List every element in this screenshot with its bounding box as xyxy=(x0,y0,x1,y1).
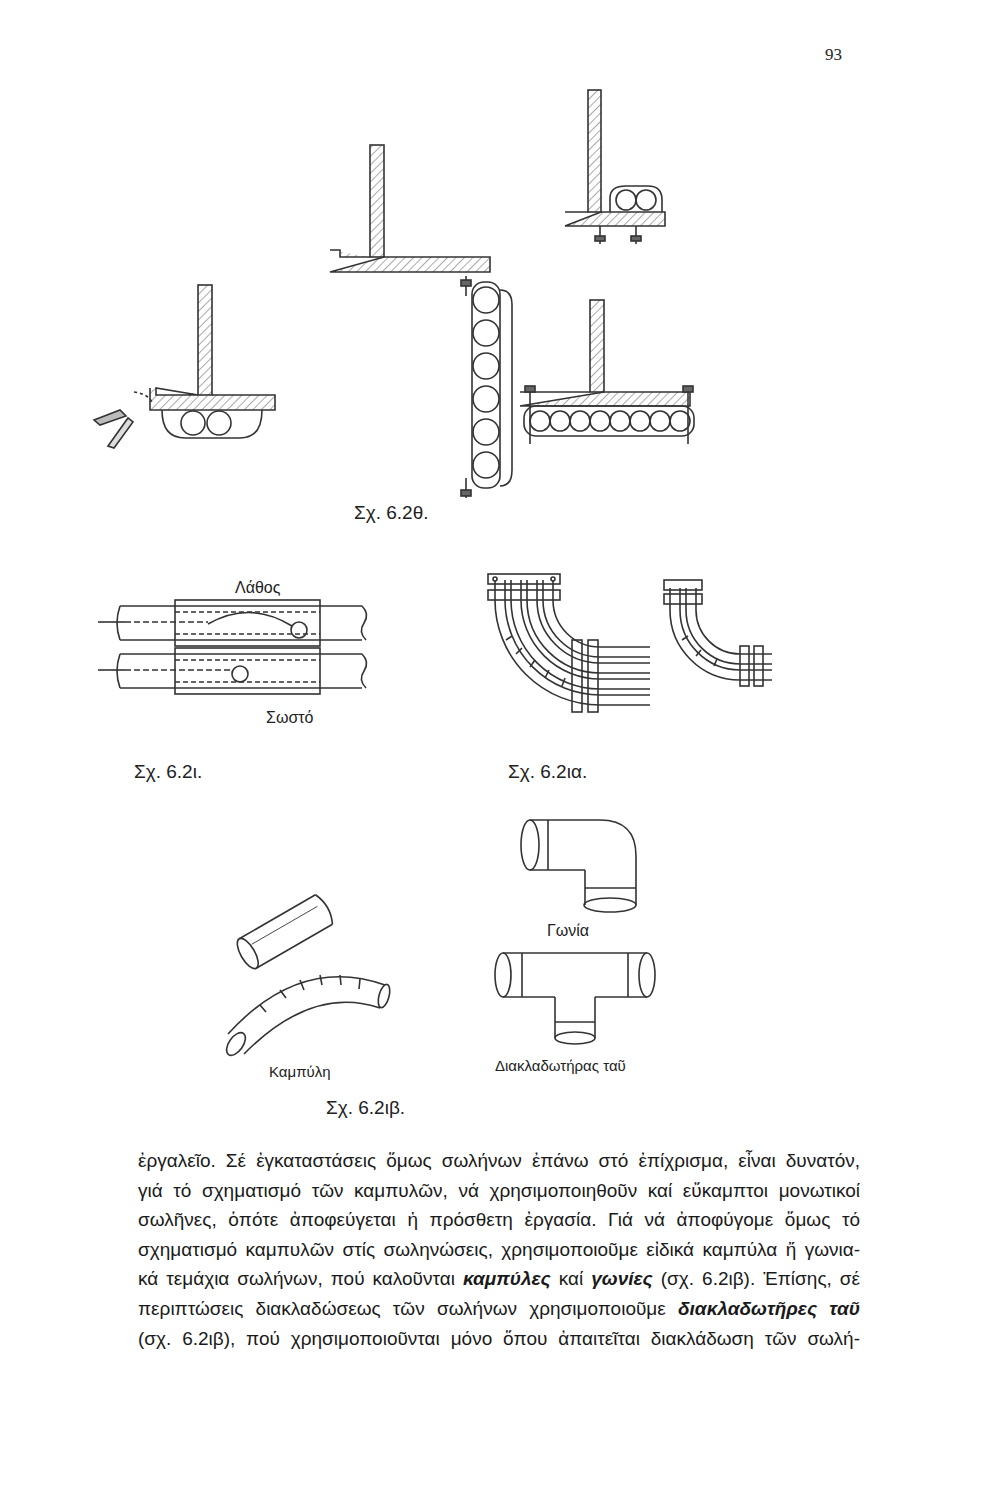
body-text-line: γιά τό σχηματισμό τῶν καμπυλῶν, νά χρησι… xyxy=(138,1180,860,1203)
part-label: Διακλαδωτήρας ταῦ xyxy=(495,1058,626,1075)
emphasised-term: γωνίες xyxy=(591,1268,652,1289)
part-label: Γωνία xyxy=(547,922,589,940)
body-text: σχηματισμό καμπυλῶν στίς σωληνώσεις, χρη… xyxy=(138,1239,860,1260)
figure-caption: Σχ. 6.2ι. xyxy=(134,762,202,783)
part-label: Λάθος xyxy=(235,579,280,597)
body-text: κά τεμάχια σωλήνων, πού καλοῦνται xyxy=(138,1268,455,1289)
body-text: σωλῆνες, ὁπότε ἀποφεύγεται ἡ πρόσθετη ἐρ… xyxy=(138,1209,860,1230)
body-text: γιά τό σχηματισμό τῶν καμπυλῶν, νά χρησι… xyxy=(138,1180,860,1201)
part-label: Σωστό xyxy=(266,709,313,727)
figure-caption: Σχ. 6.2θ. xyxy=(354,503,429,524)
pipe-coupling xyxy=(233,893,336,972)
body-text: (σχ. 6.2ιβ), πού χρησιμοποιοῦνται μόνο ὅ… xyxy=(138,1328,860,1349)
emphasised-term: διακλαδωτῆρες ταῦ xyxy=(678,1298,860,1319)
body-text-line: σχηματισμό καμπυλῶν στίς σωληνώσεις, χρη… xyxy=(138,1239,860,1262)
pipe-elbow xyxy=(521,820,636,912)
t-beam-right-top xyxy=(565,90,665,244)
body-text: περιπτώσεις διακλαδώσεως τῶν σωλήνων χρη… xyxy=(138,1298,666,1319)
body-text: (σχ. 6.2ιβ). Ἐπίσης, σέ xyxy=(661,1268,860,1289)
t-beam-right-bottom xyxy=(520,300,694,444)
t-beam-left xyxy=(94,285,275,448)
conduit-bends-two xyxy=(664,580,772,686)
body-text: καί xyxy=(559,1268,583,1289)
figure-caption: Σχ. 6.2ιβ. xyxy=(326,1098,405,1119)
pipe-joint-right xyxy=(98,648,367,694)
body-text: ἐργαλεῖο. Σέ ἐγκαταστάσεις ὅμως σωλήνων … xyxy=(138,1150,860,1171)
emphasised-term: καμπύλες xyxy=(463,1268,551,1289)
body-text-line: ἐργαλεῖο. Σέ ἐγκαταστάσεις ὅμως σωλήνων … xyxy=(138,1150,860,1173)
body-text-line: περιπτώσεις διακλαδώσεως τῶν σωλήνων χρη… xyxy=(138,1298,860,1321)
t-beam-middle xyxy=(330,145,512,498)
pipe-joint-wrong xyxy=(98,600,367,646)
tee-fitting xyxy=(495,953,655,1044)
page-number: 93 xyxy=(825,46,842,65)
conduit-bends-four xyxy=(488,574,650,712)
body-text-line: (σχ. 6.2ιβ), πού χρησιμοποιοῦνται μόνο ὅ… xyxy=(138,1328,860,1351)
part-label: Καμπύλη xyxy=(269,1064,331,1081)
body-text-line: κά τεμάχια σωλήνων, πού καλοῦνται καμπύλ… xyxy=(138,1268,860,1291)
pipe-bend xyxy=(223,975,392,1059)
body-text-line: σωλῆνες, ὁπότε ἀποφεύγεται ἡ πρόσθετη ἐρ… xyxy=(138,1209,860,1232)
figure-caption: Σχ. 6.2ια. xyxy=(508,762,587,783)
